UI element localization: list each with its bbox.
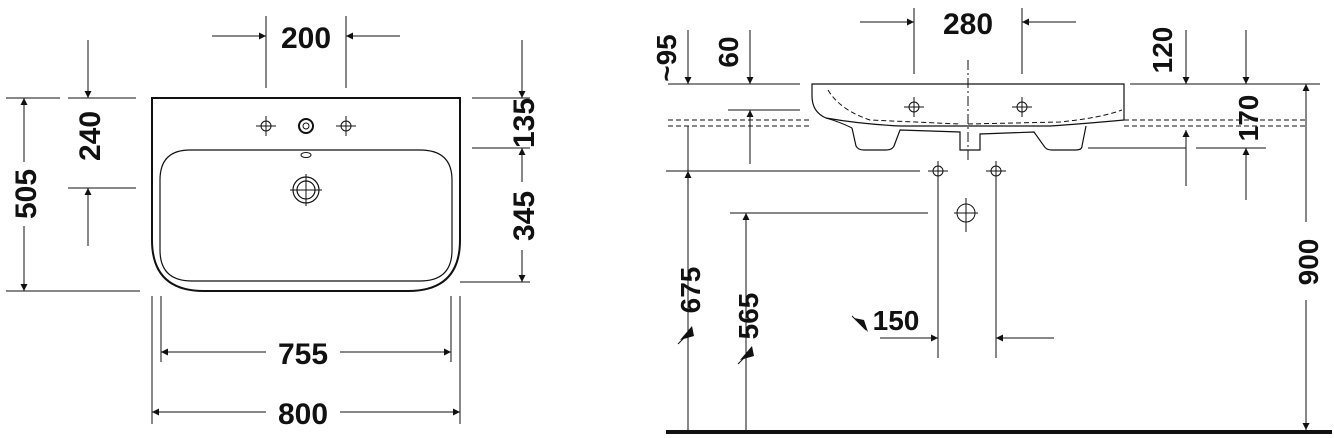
waste-outlet: [954, 198, 978, 232]
dim-rim-to-taphole: 135: [508, 98, 541, 148]
top-view: 200 240 505 135 345 755 800: [6, 16, 541, 431]
overflow-hole: [300, 152, 312, 158]
dim-120: 120: [1147, 27, 1178, 74]
dim-top-to-bowl: 240: [74, 111, 107, 161]
side-view: 280 ~95 60 675 565 150 120: [651, 8, 1332, 434]
dim-tap-spacing: 200: [281, 22, 331, 55]
dim-bowl-width: 755: [278, 338, 328, 371]
dim-150: 150: [873, 305, 920, 336]
wall-connection-left: [928, 161, 948, 181]
dim-900: 900: [1293, 239, 1324, 286]
tap-hole-center: [298, 118, 314, 134]
side-tap-hole-right: [1012, 97, 1032, 117]
dim-taphole-to-front: 345: [508, 191, 541, 241]
drain: [290, 174, 322, 206]
dim-170: 170: [1233, 95, 1264, 142]
dim-565: 565: [733, 293, 764, 340]
tap-hole-left: [256, 116, 276, 136]
dim-total-depth: 505: [10, 169, 43, 219]
dim-60: 60: [713, 36, 744, 67]
dim-outer-tap-spacing: 280: [943, 8, 993, 41]
dim-total-width: 800: [278, 398, 328, 431]
side-tap-hole-left: [904, 97, 924, 117]
basin-side-outline: [811, 83, 1125, 127]
basin-under-body: [851, 125, 1087, 151]
bowl-outline: [159, 149, 453, 282]
dim-675: 675: [675, 267, 706, 314]
wall-connection-right: [986, 161, 1006, 181]
dim-approx-95: ~95: [651, 34, 682, 82]
basin-outline: [151, 97, 461, 292]
tap-hole-right: [336, 116, 356, 136]
